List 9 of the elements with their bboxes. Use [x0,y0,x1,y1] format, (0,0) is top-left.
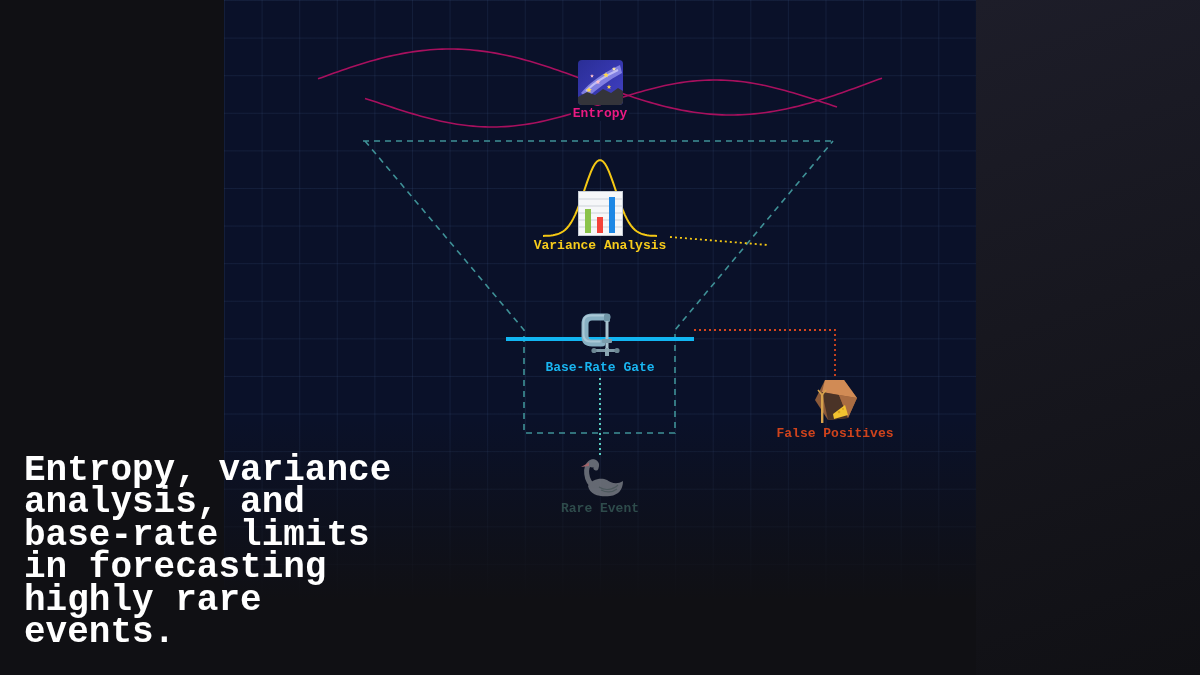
node-label: Rare Event [560,501,640,516]
node-label: Entropy [570,106,630,121]
node-label: False Positives [775,426,895,441]
node-label: Base-Rate Gate [544,360,656,375]
dotted-connector [693,329,836,379]
node-label: Variance Analysis [532,238,668,253]
title: Entropy, variance analysis, and base-rate limits in forecasting highly rare events. [24,455,393,650]
dotted-connector [669,236,769,246]
dotted-connector [599,377,601,457]
